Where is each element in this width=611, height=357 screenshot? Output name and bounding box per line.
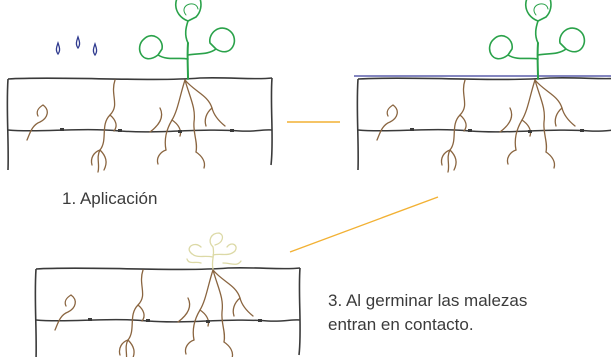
soil-profile-2 <box>356 76 611 173</box>
seedling-icon <box>138 0 236 80</box>
germinating-weed-icon <box>186 232 242 270</box>
step-3-caption-line-2: entran en contacto. <box>328 315 474 334</box>
water-drops-icon <box>55 34 98 57</box>
soil-profile-3 <box>34 266 301 357</box>
seedling-icon <box>488 0 586 80</box>
panel-germination <box>34 232 301 357</box>
panel-application <box>6 0 273 173</box>
connector-line-2 <box>289 196 439 253</box>
panel-herbicide-layer <box>354 0 611 173</box>
step-3-caption-line-1: 3. Al germinar las malezas <box>328 291 528 310</box>
step-1-caption: 1. Aplicación <box>62 189 158 208</box>
soil-profile-1 <box>6 76 273 173</box>
